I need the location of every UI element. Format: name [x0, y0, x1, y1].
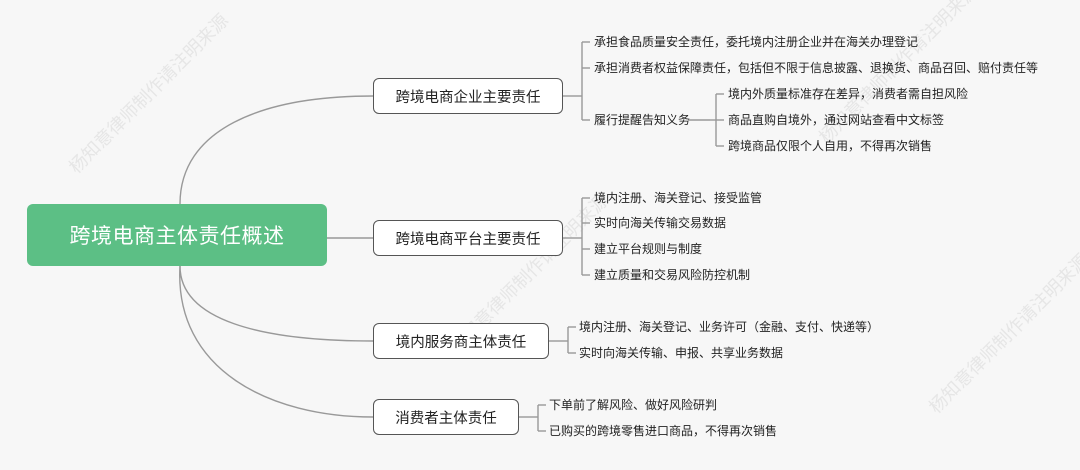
leaf-platform-rules: 建立平台规则与制度	[594, 242, 703, 256]
leaf-quality-standards: 境内外质量标准存在差异，消费者需自担风险	[728, 87, 969, 101]
branch-domestic-service-provider[interactable]: 境内服务商主体责任	[373, 323, 549, 359]
leaf-consumer-risk: 下单前了解风险、做好风险研判	[549, 398, 718, 412]
branch-cbec-enterprise[interactable]: 跨境电商企业主要责任	[373, 78, 563, 114]
leaf-personal-use-only: 跨境商品仅限个人自用，不得再次销售	[728, 139, 933, 153]
branch-consumer[interactable]: 消费者主体责任	[373, 399, 519, 435]
connector-root-branch-3	[179, 265, 374, 418]
leaf-notification-duty: 履行提醒告知义务	[594, 113, 691, 127]
leaf-platform-registration: 境内注册、海关登记、接受监管	[594, 191, 763, 205]
connector-root-branch-2	[179, 265, 374, 342]
branch-cbec-platform[interactable]: 跨境电商平台主要责任	[373, 220, 563, 256]
root-topic[interactable]: 跨境电商主体责任概述	[27, 204, 327, 266]
connector-root-branch-0	[179, 95, 374, 205]
leaf-no-resale: 已购买的跨境零售进口商品，不得再次销售	[549, 424, 778, 438]
leaf-consumer-rights: 承担消费者权益保障责任，包括但不限于信息披露、退换货、商品召回、赔付责任等	[594, 61, 1039, 75]
leaf-service-data: 实时向海关传输、申报、共享业务数据	[579, 346, 784, 360]
leaf-platform-data: 实时向海关传输交易数据	[594, 216, 727, 230]
leaf-food-safety: 承担食品质量安全责任，委托境内注册企业并在海关办理登记	[594, 35, 919, 49]
leaf-risk-control: 建立质量和交易风险防控机制	[594, 268, 751, 282]
leaf-service-license: 境内注册、海关登记、业务许可（金融、支付、快递等）	[579, 320, 880, 334]
leaf-chinese-label: 商品直购自境外，通过网站查看中文标签	[728, 113, 945, 127]
